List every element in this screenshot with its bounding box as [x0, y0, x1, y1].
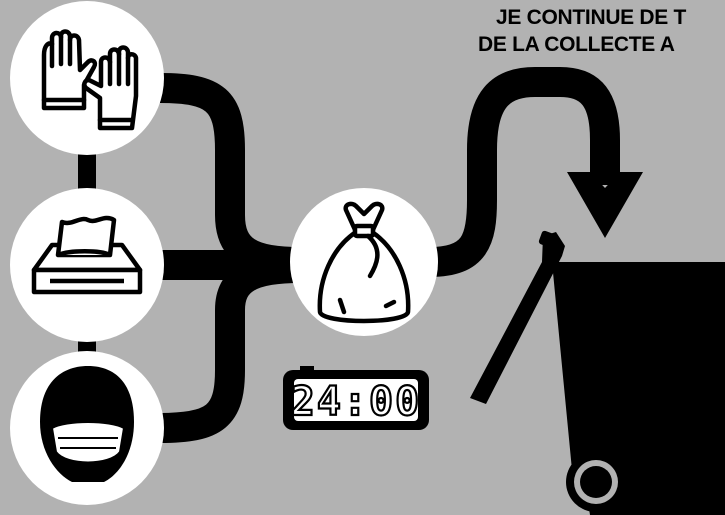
connector-mask	[159, 253, 301, 443]
mask-circle	[10, 351, 164, 505]
connector-lines	[78, 67, 620, 443]
headline-line-2: DE LA COLLECTE A	[478, 33, 675, 56]
headline-line-1: JE CONTINUE DE T	[496, 6, 687, 29]
digital-clock-icon: 24:00	[283, 366, 429, 430]
connector-bag-to-bin	[429, 67, 620, 277]
garbage-bag-icon	[317, 201, 411, 324]
wheelie-bin-icon	[470, 230, 725, 515]
tissues-circle	[10, 188, 164, 342]
bin-lid	[470, 232, 565, 404]
connector-gloves	[159, 73, 301, 277]
arrow-down-icon	[567, 172, 643, 238]
bag-circle	[290, 188, 438, 336]
face-mask-icon	[40, 366, 134, 482]
bin-body	[552, 262, 725, 515]
clock-time: 24:00	[291, 379, 421, 425]
tissue-box-icon	[31, 215, 143, 295]
gloves-circle	[10, 1, 164, 155]
headline: JE CONTINUE DE T DE LA COLLECTE A	[478, 4, 725, 58]
gloves-icon	[41, 29, 139, 131]
